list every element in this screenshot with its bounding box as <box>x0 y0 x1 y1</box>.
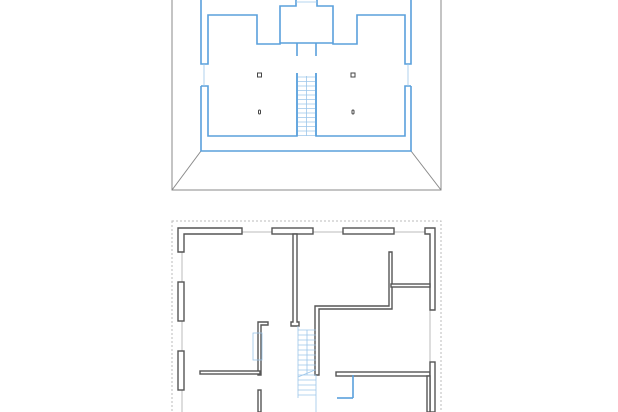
wall-left-segment-1 <box>177 281 185 322</box>
wall-left-segment-2 <box>177 350 185 391</box>
outer-wall-lower <box>200 86 412 152</box>
wall-inner-right <box>426 375 431 412</box>
wall-partition-center <box>290 233 300 327</box>
roof-outline <box>171 0 442 191</box>
roof-hip-right <box>410 150 442 191</box>
window-interior <box>252 332 263 361</box>
wall-stair-enclosure <box>314 251 393 376</box>
outer-wall-upper-right <box>316 0 412 65</box>
lower-staircase <box>297 326 317 412</box>
outer-wall-upper <box>200 0 297 65</box>
right-room-wall <box>315 73 411 137</box>
lower-floor-plan <box>171 220 442 412</box>
wall-top-middle <box>271 227 314 235</box>
wall-right-room <box>390 283 431 288</box>
wall-window-jamb <box>257 321 269 376</box>
wall-right-lower <box>429 361 436 412</box>
wall-top-right <box>342 227 395 235</box>
upper-staircase <box>296 73 317 136</box>
chimney-left <box>257 72 262 78</box>
wall-lower-right <box>335 371 431 377</box>
wall-lower-stub <box>257 389 262 412</box>
stair-winder <box>297 369 316 378</box>
vent-right <box>351 109 355 115</box>
site-boundary <box>171 220 442 412</box>
wall-top-left-corner <box>177 227 243 253</box>
left-room-wall <box>201 73 298 137</box>
vent-left <box>258 109 261 115</box>
wall-top-right-corner <box>424 227 436 311</box>
chimney-right <box>350 72 356 78</box>
wall-living-divider <box>199 370 261 375</box>
roof-hip-left <box>171 150 202 191</box>
upper-floor-plan <box>171 0 442 191</box>
